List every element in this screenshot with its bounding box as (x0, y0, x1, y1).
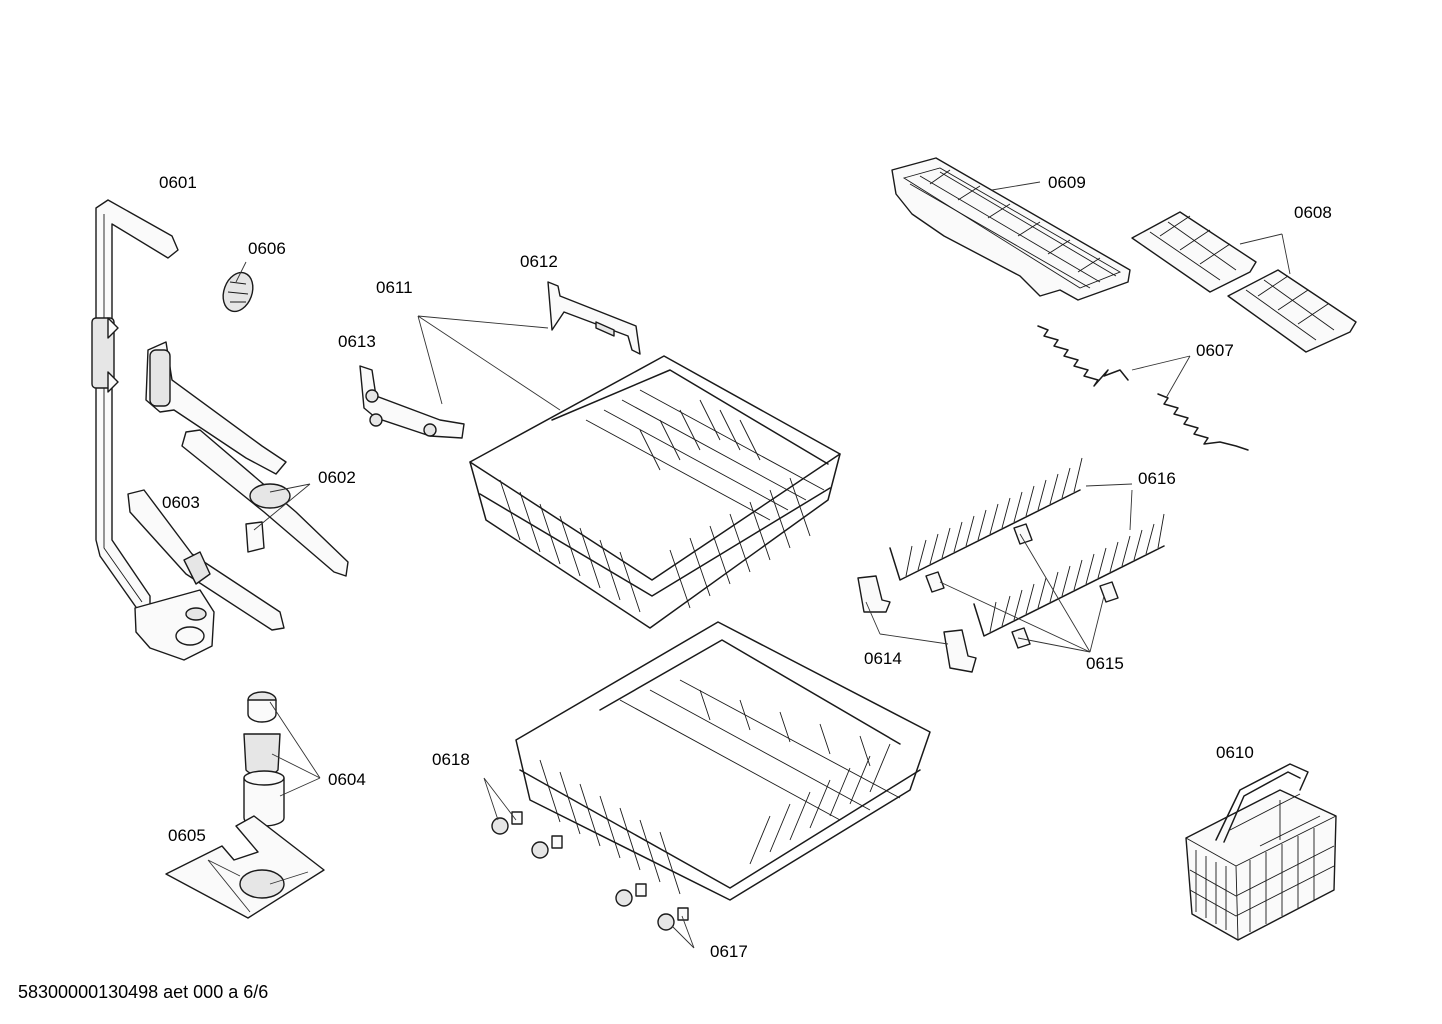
rail-bracket (547, 281, 641, 355)
label-0614: 0614 (864, 649, 902, 668)
label-0603: 0603 (162, 493, 200, 512)
label-0604: 0604 (328, 770, 366, 789)
cutlery-basket (1185, 763, 1337, 941)
step-holders (1037, 325, 1249, 451)
label-0617: 0617 (710, 942, 748, 961)
label-0607: 0607 (1196, 341, 1234, 360)
upper-spray-arm-holder (145, 341, 287, 475)
label-0602: 0602 (318, 468, 356, 487)
label-0618: 0618 (432, 750, 470, 769)
cutlery-tray (891, 157, 1131, 301)
micro-filter-set (243, 691, 285, 827)
label-0608: 0608 (1294, 203, 1332, 222)
label-0616: 0616 (1138, 469, 1176, 488)
label-0610: 0610 (1216, 743, 1254, 762)
label-0611: 0611 (376, 278, 413, 297)
basket-wheels (491, 811, 689, 931)
roller-carrier (359, 365, 465, 439)
label-0606: 0606 (248, 239, 286, 258)
label-0612: 0612 (520, 252, 558, 271)
spray-supply-pipe (91, 199, 215, 661)
grid-inserts (1131, 211, 1357, 353)
lower-basket (515, 621, 931, 901)
leader-lines (207, 181, 1291, 949)
label-0601: 0601 (159, 173, 197, 192)
label-0605: 0605 (168, 826, 206, 845)
filter-cap (222, 271, 254, 313)
drawing-code: 58300000130498 aet 000 a 6/6 (18, 982, 269, 1002)
label-0609: 0609 (1048, 173, 1086, 192)
tine-rows (889, 457, 1165, 637)
upper-basket (469, 355, 841, 629)
label-0613: 0613 (338, 332, 376, 351)
label-0615: 0615 (1086, 654, 1124, 673)
fine-filter-plate (165, 815, 325, 919)
lower-spray-arm (127, 489, 285, 631)
